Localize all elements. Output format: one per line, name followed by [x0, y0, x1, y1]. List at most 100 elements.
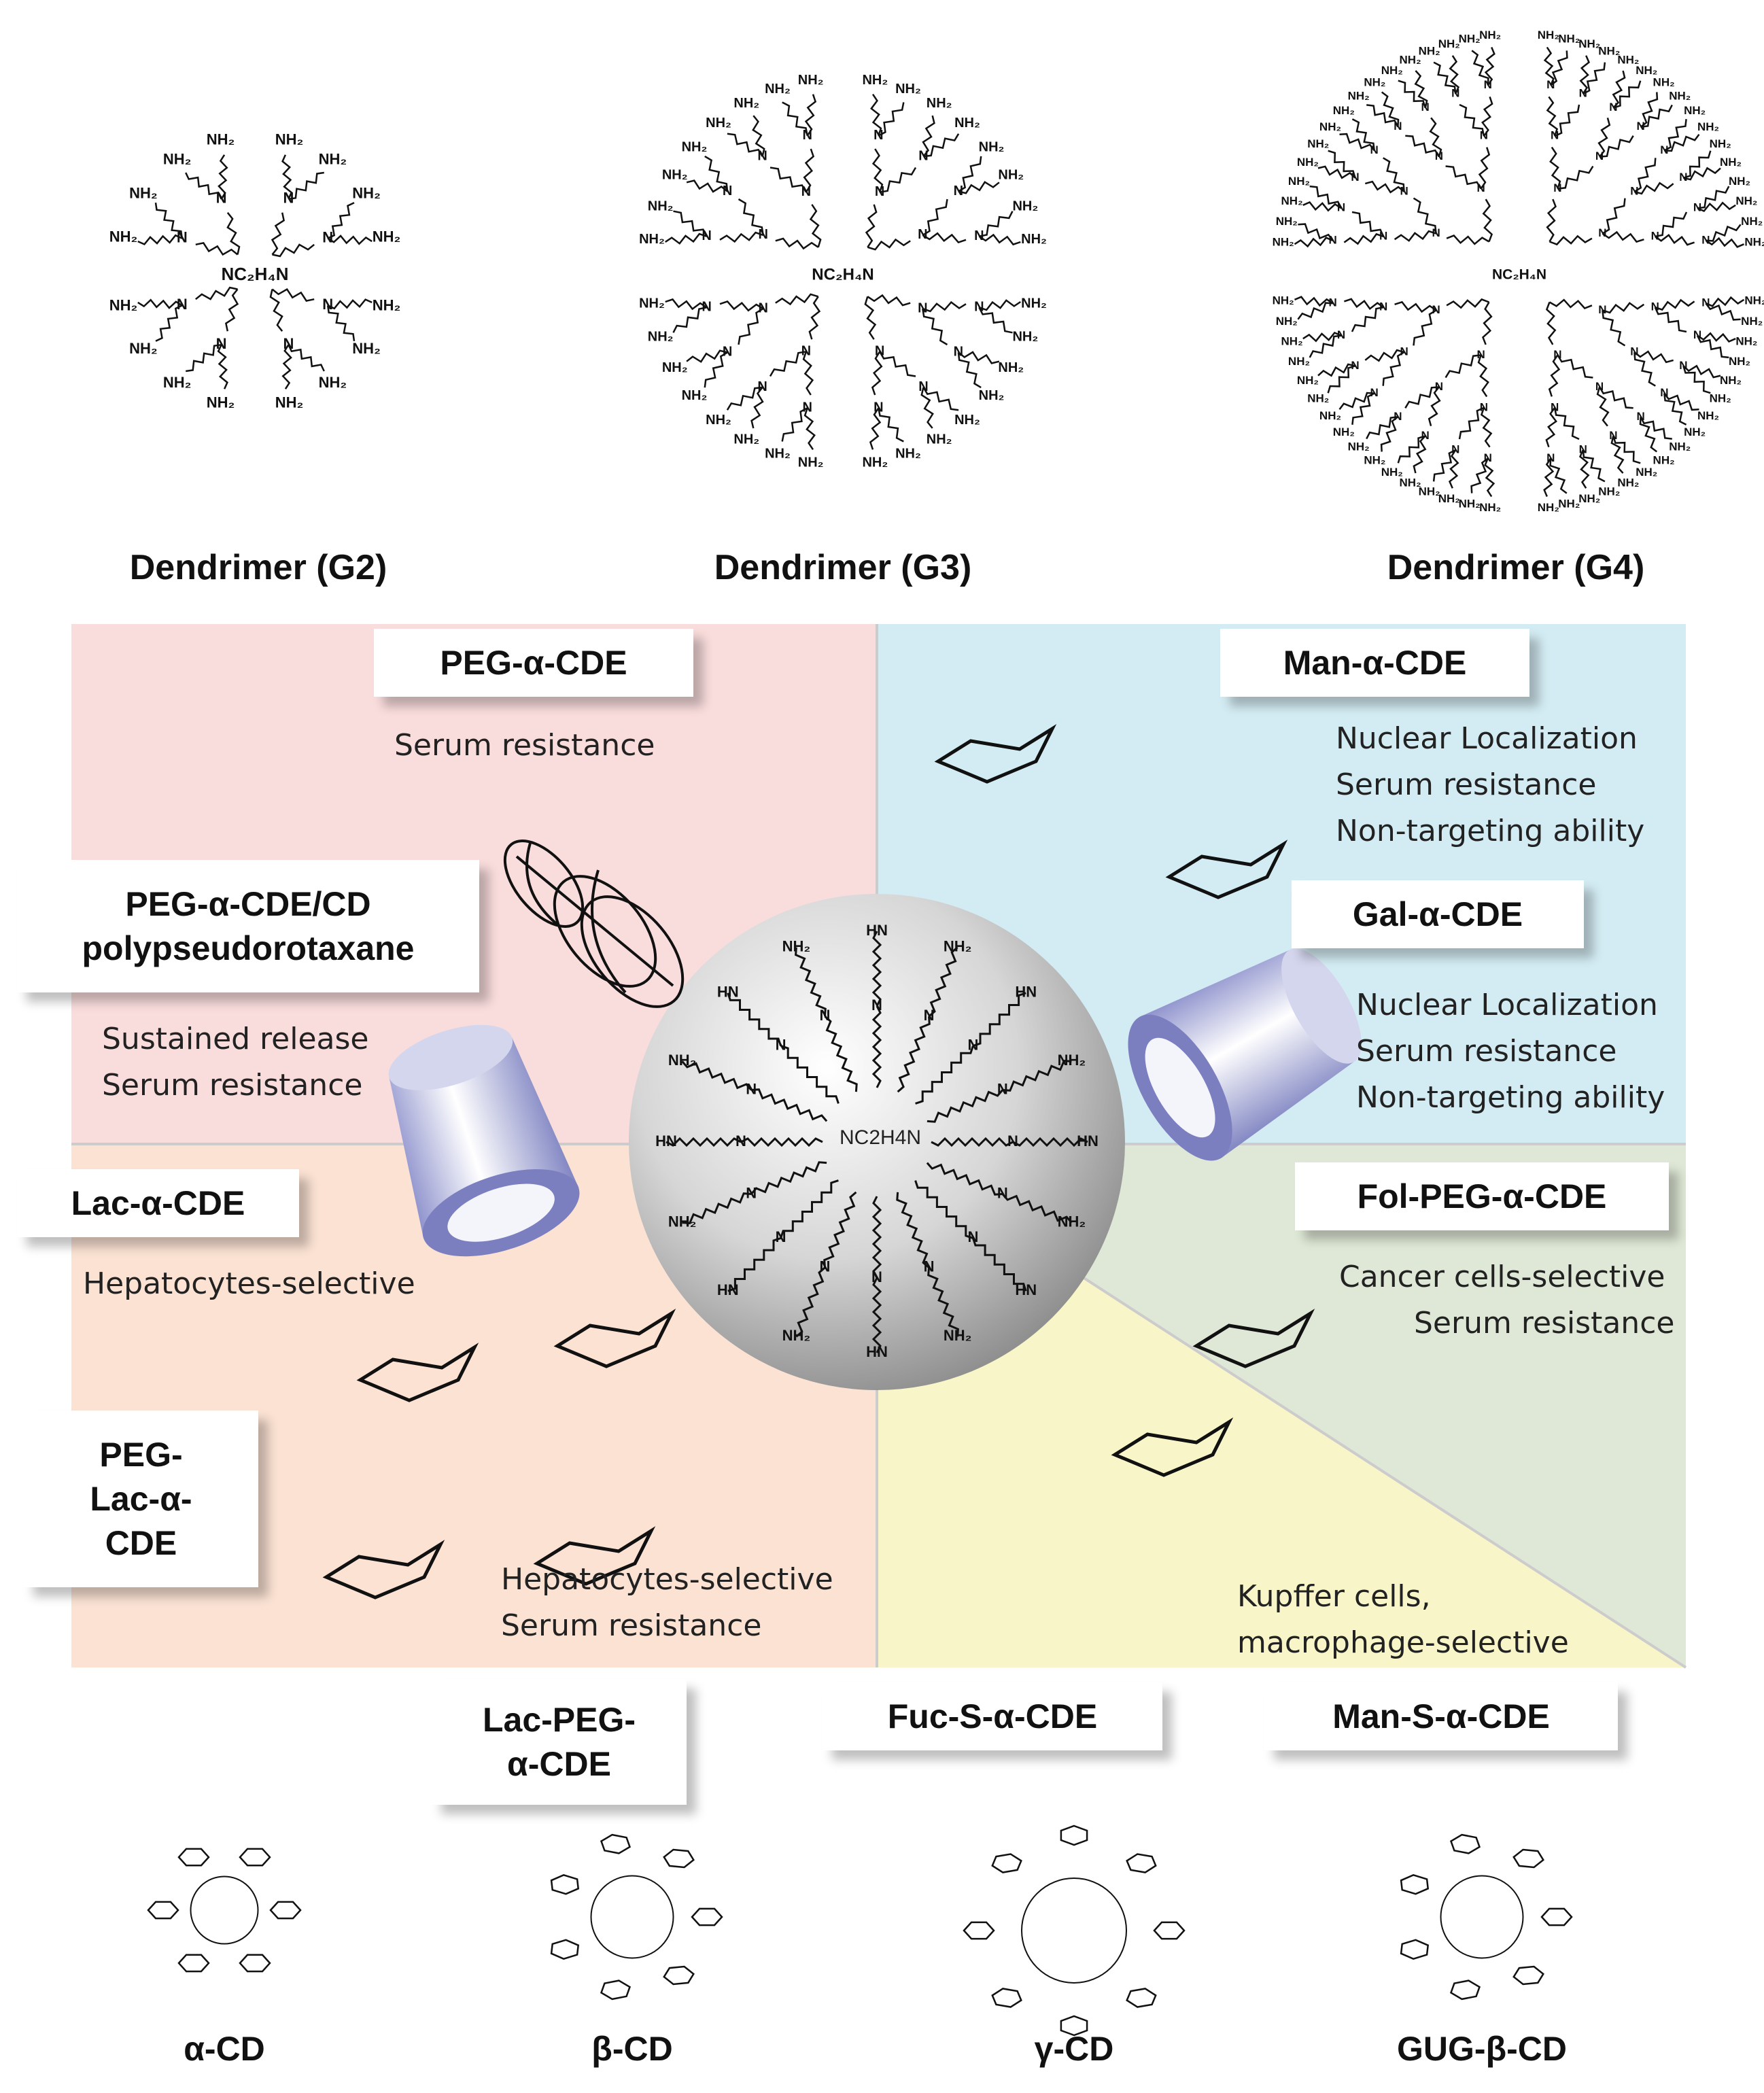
svg-text:N: N — [801, 344, 811, 359]
svg-text:NH₂: NH₂ — [1348, 89, 1370, 102]
sugar-structures — [322, 724, 1315, 1599]
lac-peg-title-2: α-CDE — [507, 1744, 611, 1783]
lac-cde-box: Lac-α-CDE — [17, 1169, 299, 1237]
fuc-s-cde-title: Fuc-S-α-CDE — [887, 1697, 1098, 1735]
svg-text:NH₂: NH₂ — [1021, 296, 1047, 311]
svg-text:NH₂: NH₂ — [1459, 498, 1481, 511]
svg-text:NH₂: NH₂ — [1364, 454, 1385, 467]
svg-text:N: N — [1484, 451, 1492, 464]
svg-text:N: N — [871, 1268, 882, 1285]
dendrimer-g4-label: Dendrimer (G4) — [1387, 548, 1645, 587]
cd-ring-structures — [147, 1824, 1573, 2037]
svg-text:NC₂H₄N: NC₂H₄N — [221, 264, 288, 284]
svg-text:NH₂: NH₂ — [1348, 440, 1370, 453]
svg-text:NH₂: NH₂ — [1479, 501, 1501, 514]
alpha-cd-label: α-CD — [184, 2030, 265, 2068]
gal-cde-prop-0: Nuclear Localization — [1356, 988, 1658, 1022]
svg-text:NH₂: NH₂ — [109, 228, 138, 245]
cd-cone-left — [388, 1024, 580, 1257]
svg-text:NH₂: NH₂ — [1021, 232, 1047, 247]
svg-text:NH₂: NH₂ — [1281, 194, 1303, 207]
dendrimer-sphere — [629, 894, 1125, 1390]
svg-text:N: N — [974, 300, 984, 315]
svg-text:NH₂: NH₂ — [944, 937, 972, 954]
man-cde-box: Man-α-CDE — [1220, 629, 1529, 697]
svg-text:N: N — [177, 296, 188, 313]
svg-text:N: N — [322, 228, 333, 245]
svg-text:NH₂: NH₂ — [1288, 355, 1310, 368]
svg-text:NH₂: NH₂ — [998, 360, 1024, 375]
svg-text:N: N — [820, 1258, 831, 1275]
svg-text:NH₂: NH₂ — [1578, 492, 1600, 505]
svg-text:NH₂: NH₂ — [1558, 498, 1580, 511]
fol-cde-prop-0: Cancer cells-selective — [1339, 1260, 1665, 1294]
cd-ring — [1400, 1833, 1573, 2001]
svg-text:NH₂: NH₂ — [895, 447, 921, 462]
fol-cde-title: Fol-PEG-α-CDE — [1357, 1177, 1607, 1215]
svg-text:NH₂: NH₂ — [1012, 198, 1038, 213]
svg-text:NH₂: NH₂ — [207, 131, 235, 148]
dendrimer-drawing: NC₂H₄NNNNH₂NH₂NH₂NH₂NNNH₂NH₂NH₂NH₂NNNH₂N… — [109, 131, 401, 411]
beta-cd-label: β-CD — [591, 2030, 673, 2068]
svg-text:NH₂: NH₂ — [1307, 392, 1329, 405]
svg-text:NH₂: NH₂ — [1381, 466, 1403, 479]
rotaxane-prop-1: Serum resistance — [102, 1068, 363, 1103]
svg-text:NH₂: NH₂ — [954, 116, 980, 131]
gal-cde-title: Gal-α-CDE — [1352, 895, 1523, 933]
svg-text:NH₂: NH₂ — [1333, 426, 1355, 438]
svg-text:NH₂: NH₂ — [1333, 104, 1355, 117]
svg-text:NH₂: NH₂ — [1459, 32, 1481, 45]
svg-text:NH₂: NH₂ — [1741, 215, 1763, 228]
svg-text:NH₂: NH₂ — [352, 184, 381, 201]
svg-text:N: N — [1693, 328, 1701, 341]
svg-text:HN: HN — [717, 984, 739, 1001]
svg-text:NH₂: NH₂ — [1419, 44, 1440, 57]
svg-text:NH₂: NH₂ — [765, 82, 791, 97]
svg-text:NH₂: NH₂ — [129, 340, 158, 357]
svg-text:NH₂: NH₂ — [733, 96, 759, 111]
rotaxane-box: PEG-α-CDE/CD polypseudorotaxane — [17, 860, 479, 992]
svg-text:NH₂: NH₂ — [1720, 156, 1742, 169]
svg-text:NH₂: NH₂ — [1381, 64, 1403, 77]
svg-text:NH₂: NH₂ — [895, 82, 921, 97]
peg-cde-title: PEG-α-CDE — [440, 643, 627, 682]
svg-text:NH₂: NH₂ — [1438, 37, 1460, 50]
fuc-s-cde-box: Fuc-S-α-CDE — [823, 1682, 1162, 1750]
svg-text:NH₂: NH₂ — [109, 296, 138, 313]
svg-text:NH₂: NH₂ — [798, 455, 824, 470]
rotaxane-title-1: PEG-α-CDE/CD — [125, 884, 371, 923]
peg-lac-title-2: Lac-α- — [90, 1479, 192, 1518]
dendrimer-g3-label: Dendrimer (G3) — [714, 548, 972, 587]
svg-text:NH₂: NH₂ — [1684, 426, 1706, 438]
svg-text:NH₂: NH₂ — [1558, 32, 1580, 45]
svg-text:N: N — [1609, 429, 1617, 442]
man-cde-title: Man-α-CDE — [1283, 643, 1467, 682]
svg-text:NH₂: NH₂ — [1729, 355, 1750, 368]
svg-text:NH₂: NH₂ — [782, 937, 811, 954]
svg-text:NH₂: NH₂ — [1297, 156, 1319, 169]
svg-text:NH₂: NH₂ — [706, 413, 731, 428]
svg-text:N: N — [1007, 1132, 1018, 1149]
lac-cde-prop-0: Hepatocytes-selective — [83, 1266, 415, 1301]
svg-text:NH₂: NH₂ — [1319, 120, 1341, 133]
man-s-cde-title: Man-S-α-CDE — [1332, 1697, 1550, 1735]
svg-text:NH₂: NH₂ — [1636, 64, 1657, 77]
svg-text:NH₂: NH₂ — [1741, 315, 1763, 328]
svg-text:NH₂: NH₂ — [1669, 440, 1691, 453]
svg-text:NH₂: NH₂ — [798, 73, 824, 88]
svg-text:NH₂: NH₂ — [373, 228, 401, 245]
svg-text:NH₂: NH₂ — [639, 296, 665, 311]
svg-text:N: N — [736, 1132, 746, 1149]
svg-text:NH₂: NH₂ — [1744, 236, 1764, 249]
svg-text:NH₂: NH₂ — [1297, 374, 1319, 387]
svg-text:N: N — [746, 1184, 757, 1201]
lac-cde-title: Lac-α-CDE — [71, 1183, 245, 1222]
svg-text:N: N — [776, 1228, 786, 1245]
svg-text:NH₂: NH₂ — [979, 139, 1005, 154]
svg-text:NH₂: NH₂ — [1735, 194, 1757, 207]
svg-text:NH₂: NH₂ — [1578, 37, 1600, 50]
svg-text:NH₂: NH₂ — [1273, 294, 1294, 307]
svg-text:HN: HN — [866, 922, 888, 939]
svg-text:NH₂: NH₂ — [1653, 454, 1675, 467]
